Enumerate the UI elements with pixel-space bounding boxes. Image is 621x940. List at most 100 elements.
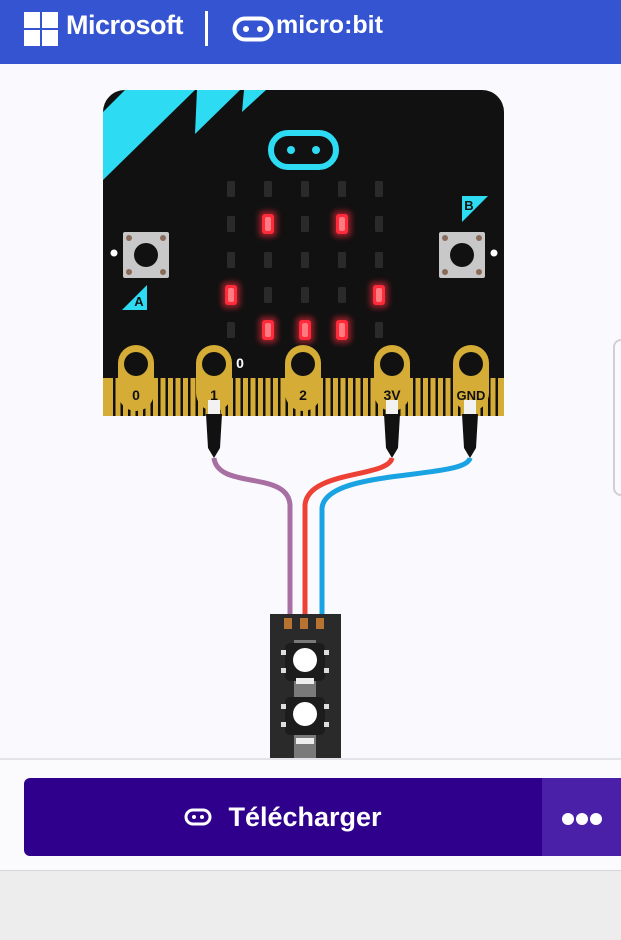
pin-1[interactable]: 1 [196,345,232,411]
board-accent [195,90,240,134]
connector-strip [488,378,491,416]
clip-gnd[interactable] [462,400,478,458]
pin-label: GND [457,388,486,403]
large-pins: 0 1 2 3V GND [118,345,489,411]
header-divider [205,11,208,46]
download-toolbar: Télécharger [0,758,621,870]
led-off [338,252,346,268]
board-logo-icon [268,130,339,170]
led-on [333,317,351,343]
connector-strip [233,378,236,416]
wire-signal [211,457,293,622]
led-off [375,252,383,268]
button-b-label: B [464,198,473,213]
connector-strip [240,378,243,416]
led-off [301,216,309,232]
simulator-area: A B 0 1 2 3V GND 0 [0,64,621,758]
connector-strip [278,378,281,416]
led-off [227,181,235,197]
led-off [301,287,309,303]
footer-area [0,870,621,940]
connector-strip [353,378,356,416]
connector-strip [188,378,191,416]
board-accent [103,90,195,180]
wire-ground [319,456,473,622]
connector-strip [450,378,453,416]
connector-strip [180,378,183,416]
pin-2[interactable]: 2 [285,345,321,411]
connector-strip [113,378,116,416]
led-off [338,181,346,197]
led-on [222,282,240,308]
connector-strip [360,378,363,416]
download-button[interactable]: Télécharger [24,778,542,856]
led-matrix [222,181,388,343]
led-off [375,322,383,338]
connector-strip [413,378,416,416]
led-on [259,317,277,343]
pin-value-readout: 0 [236,355,244,371]
pin-label: 0 [132,387,140,403]
clip-3v[interactable] [384,400,400,458]
button-a[interactable] [123,232,169,278]
pin-3v[interactable]: 3V [374,345,410,411]
button-b[interactable] [439,232,485,278]
more-options-button[interactable] [542,778,621,856]
led-off [301,181,309,197]
connector-strip [420,378,423,416]
product-name: micro:bit [276,11,383,39]
connector-strip [158,378,161,416]
connector-strip [248,378,251,416]
connector-strip [270,378,273,416]
neopixel-led [281,643,329,684]
connector-strip [345,378,348,416]
simulator-svg: A B 0 1 2 3V GND 0 [103,90,621,758]
connector-strip [443,378,446,416]
pin-0[interactable]: 0 [118,345,154,411]
connector-strip [428,378,431,416]
led-off [301,252,309,268]
led-on [370,282,388,308]
brand-name: Microsoft [66,10,184,40]
crocodile-clips [206,400,478,458]
led-on [333,211,351,237]
wire-power [302,456,395,622]
connector-strip [173,378,176,416]
board-accent [242,90,266,112]
pin-label: 3V [383,387,401,403]
clip-pin1[interactable] [206,400,222,458]
led-off [264,181,272,197]
led-off [375,216,383,232]
led-off [264,287,272,303]
pin-label: 1 [210,387,218,403]
connector-strip [330,378,333,416]
neopixel-led [281,697,329,744]
button-a-tag [122,285,147,310]
header-bar: Microsoft micro:bit [0,0,621,64]
button-b-marker [490,249,498,257]
side-handle [613,339,621,496]
connector-strip [435,378,438,416]
connector-strip [255,378,258,416]
led-off [227,216,235,232]
button-b-tag [462,196,488,222]
pin-gnd[interactable]: GND [453,345,489,411]
connector-strip [263,378,266,416]
ellipsis-icon [561,813,602,825]
connector-strip [338,378,341,416]
button-a-label: A [134,294,144,309]
connector-strip [165,378,168,416]
led-on [296,317,314,343]
microsoft-logo-icon[interactable] [24,12,58,46]
microbit-logo-icon[interactable] [232,16,274,42]
button-a-marker [110,249,118,257]
connector-strip [323,378,326,416]
microbit-icon [184,808,212,826]
wires [211,456,473,622]
download-label: Télécharger [228,801,382,832]
pin-label: 2 [299,387,307,403]
led-off [227,322,235,338]
led-off [227,252,235,268]
neopixel-strip [270,614,341,758]
microbit-board: A B 0 1 2 3V GND 0 [103,90,504,416]
